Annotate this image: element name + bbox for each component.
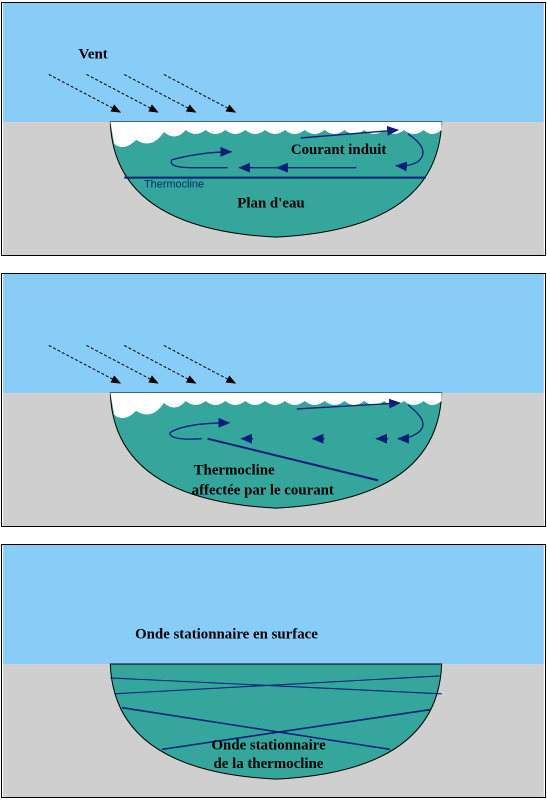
panel-2-diagram: Thermocline affectée par le courant (3, 274, 544, 526)
tilted-thermocline-line (207, 437, 379, 482)
sky (3, 545, 544, 665)
thermocline-wave-line (122, 706, 391, 751)
current-arrow (296, 398, 401, 410)
wind-label: Vent (79, 47, 108, 63)
wind-arrow (48, 344, 122, 384)
sky (3, 3, 544, 123)
current-arrow (171, 146, 233, 161)
current-arrow (170, 159, 228, 169)
current-arrow (395, 133, 424, 172)
thermocline-label-line1: Thermocline (194, 462, 275, 478)
surface-waves (110, 122, 442, 148)
panel-1-diagram: Vent Courant induit Thermocline Plan d'e… (3, 3, 544, 255)
current-arrow (397, 404, 424, 444)
thermocline-label: Thermocline (144, 179, 204, 191)
wind-arrows (48, 73, 237, 113)
surface-wave-line (114, 675, 440, 695)
sky (3, 274, 544, 394)
wind-arrow (86, 344, 159, 384)
wind-arrow (123, 344, 197, 384)
lake-basin (109, 121, 443, 238)
wind-arrow (163, 344, 237, 384)
wind-arrow (48, 73, 122, 113)
panel-3-diagram: Onde stationnaire en surface Onde statio… (3, 545, 544, 797)
thermocline-wave-label-line1: Onde stationnaire (211, 737, 326, 753)
current-arrow (169, 417, 231, 434)
current-arrows (169, 398, 424, 444)
panel-standing-waves: Onde stationnaire en surface Onde statio… (1, 544, 546, 798)
wind-arrow (163, 73, 237, 113)
current-label: Courant induit (291, 142, 387, 158)
panel-thermocline-tilt: Thermocline affectée par le courant (1, 273, 546, 527)
thermocline-wave-line (161, 708, 430, 751)
lake-basin (109, 663, 443, 780)
wind-arrow (123, 73, 197, 113)
current-arrows (170, 125, 424, 173)
surface-standing-wave (110, 675, 442, 695)
surface-wave-line (110, 677, 442, 695)
current-arrow (169, 432, 202, 440)
wind-arrow (86, 73, 159, 113)
thermocline-label-line2: affectée par le courant (192, 482, 334, 498)
panel-wind-current: Vent Courant induit Thermocline Plan d'e… (1, 2, 546, 256)
thermocline-wave-label-line2: de la thermocline (213, 756, 323, 772)
thermocline-standing-wave (122, 706, 430, 751)
lake-basin (109, 392, 443, 509)
surface-waves (110, 393, 442, 419)
surface-wave-label: Onde stationnaire en surface (135, 626, 318, 642)
current-arrow (300, 125, 400, 139)
wind-arrows (48, 344, 237, 384)
water-label: Plan d'eau (237, 195, 304, 211)
